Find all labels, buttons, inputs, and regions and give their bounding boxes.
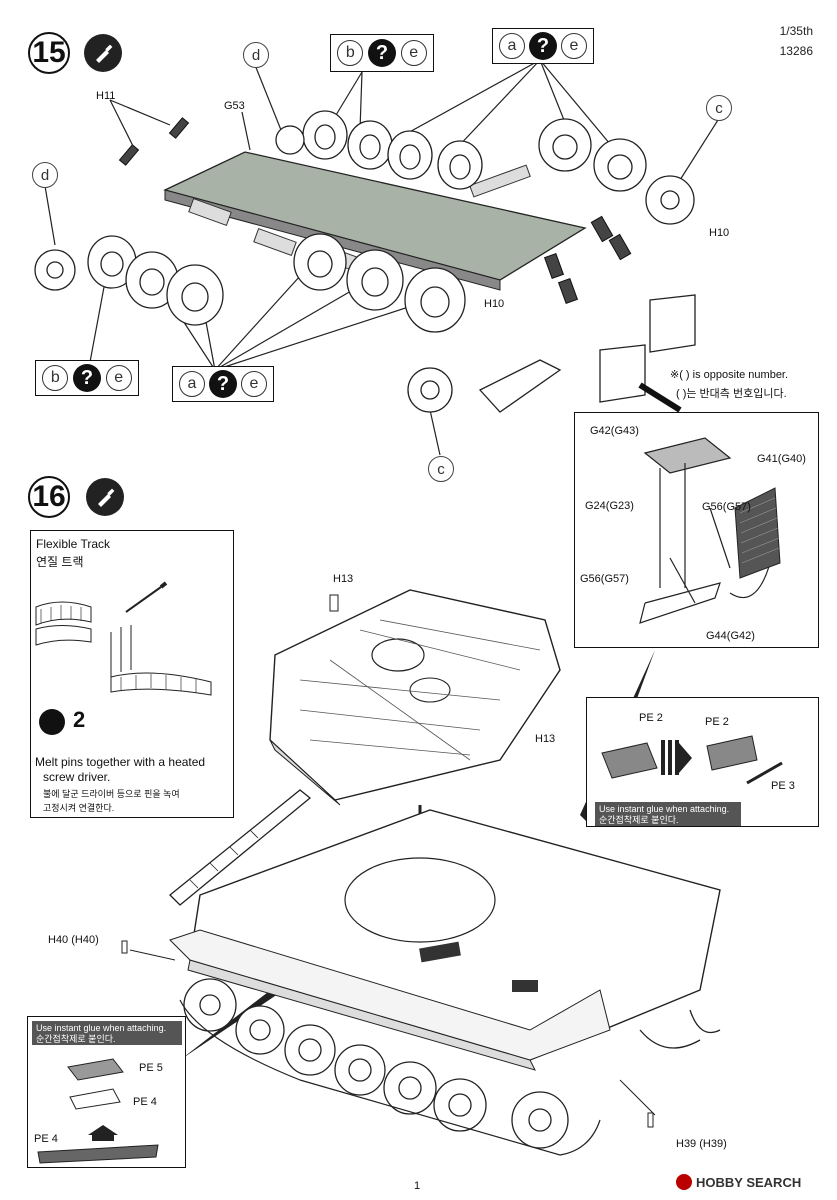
label-h40: H40 (H40) xyxy=(48,934,99,946)
glue-icon xyxy=(86,478,124,516)
option-e: e xyxy=(241,371,267,397)
track-count-icon xyxy=(39,709,65,735)
option-d-left: d xyxy=(32,162,58,188)
glue-note-right-en: Use instant glue when attaching. xyxy=(599,804,730,814)
label-pe4-lower: PE 4 xyxy=(34,1133,58,1145)
label-g53: G53 xyxy=(224,100,245,112)
watermark-text: HOBBY SEARCH xyxy=(696,1174,802,1190)
glue-note-right-ko: 순간접착제로 붙인다. xyxy=(599,815,679,825)
label-h10-center: H10 xyxy=(484,298,505,310)
label-pe3: PE 3 xyxy=(771,780,795,792)
glue-bottle-icon xyxy=(96,44,113,63)
scale-label: 1/35th xyxy=(779,24,813,38)
label-h13-right: H13 xyxy=(535,733,556,745)
option-question-icon: ? xyxy=(209,370,237,398)
option-e: e xyxy=(561,33,587,59)
pe-left-drawing xyxy=(37,1058,159,1164)
label-g24: G24(G23) xyxy=(585,500,634,512)
pe-right-drawing xyxy=(601,735,783,785)
option-d-top: d xyxy=(243,42,269,68)
label-g56-upper: G56(G57) xyxy=(702,501,751,513)
label-pe2-right: PE 2 xyxy=(705,716,729,728)
step-15-assembly-drawing xyxy=(34,59,719,456)
step-16-number: 16 xyxy=(28,476,70,518)
option-question-icon: ? xyxy=(529,32,557,60)
page-number: 1 xyxy=(414,1180,421,1192)
track-note-ko-1: 불에 달군 드라이버 등으로 핀을 녹여 xyxy=(43,789,180,799)
label-h39: H39 (H39) xyxy=(676,1138,727,1150)
flexible-track-panel: Flexible Track 연질 트랙 2 Melt pins togethe… xyxy=(30,530,234,818)
option-c-right: c xyxy=(706,95,732,121)
glue-note-left-en: Use instant glue when attaching. xyxy=(36,1023,167,1033)
photo-etch-detail-left: Use instant glue when attaching. 순간접착제로 … xyxy=(27,1016,186,1168)
option-box-top-aqe: a ? e xyxy=(492,28,594,64)
label-pe4-upper: PE 4 xyxy=(133,1096,157,1108)
label-pe2-left: PE 2 xyxy=(639,712,663,724)
option-e: e xyxy=(400,40,427,66)
option-b: b xyxy=(42,365,69,391)
option-a: a xyxy=(179,371,205,397)
option-box-left-bqe: b ? e xyxy=(35,360,139,396)
track-note-ko-2: 고정시켜 연결한다. xyxy=(43,803,115,813)
option-box-top-bqe: b ? e xyxy=(330,34,434,72)
option-b: b xyxy=(337,40,364,66)
flexible-track-title: Flexible Track xyxy=(36,537,111,551)
label-h13-top: H13 xyxy=(333,573,354,585)
glue-note-left-ko: 순간접착제로 붙인다. xyxy=(36,1034,116,1044)
track-note-en-1: Melt pins together with a heated xyxy=(35,755,206,769)
option-e: e xyxy=(105,365,132,391)
option-a: a xyxy=(499,33,525,59)
kit-number: 13286 xyxy=(779,44,813,58)
tank-assembly-drawing xyxy=(121,589,721,1156)
opposite-number-note-en: ※( ) is opposite number. xyxy=(670,369,789,381)
glue-bottle-icon xyxy=(98,488,115,507)
option-question-icon: ? xyxy=(367,39,396,67)
label-g42: G42(G43) xyxy=(590,425,639,437)
glue-icon xyxy=(84,34,122,72)
option-question-icon: ? xyxy=(72,364,101,392)
label-g44: G44(G42) xyxy=(706,630,755,642)
glue-note-right: Use instant glue when attaching. 순간접착제로 … xyxy=(595,802,741,826)
track-link-drawing xyxy=(35,581,212,696)
glue-note-left: Use instant glue when attaching. 순간접착제로 … xyxy=(32,1021,182,1045)
track-note-en-2: screw driver. xyxy=(43,770,111,784)
stowage-basket-detail-panel xyxy=(574,412,819,648)
photo-etch-detail-right: PE 2 PE 2 PE 3 Use instant glue when att… xyxy=(586,697,819,827)
label-h11: H11 xyxy=(96,90,116,102)
label-h10-right: H10 xyxy=(709,227,730,239)
stowage-basket-drawing xyxy=(639,437,781,624)
option-c-bottom: c xyxy=(428,456,454,482)
opposite-number-note-ko: ( )는 반대측 번호입니다. xyxy=(676,388,787,400)
hobby-search-watermark: HOBBY SEARCH xyxy=(676,1172,801,1192)
track-count: 2 xyxy=(73,707,86,732)
label-g56-lower: G56(G57) xyxy=(580,573,629,585)
step-15-number: 15 xyxy=(28,32,70,74)
label-g41: G41(G40) xyxy=(757,453,806,465)
option-box-bottom-aqe: a ? e xyxy=(172,366,274,402)
flexible-track-title-ko: 연질 트랙 xyxy=(36,555,84,569)
hobby-search-logo-icon xyxy=(676,1174,692,1190)
label-pe5: PE 5 xyxy=(139,1062,163,1074)
